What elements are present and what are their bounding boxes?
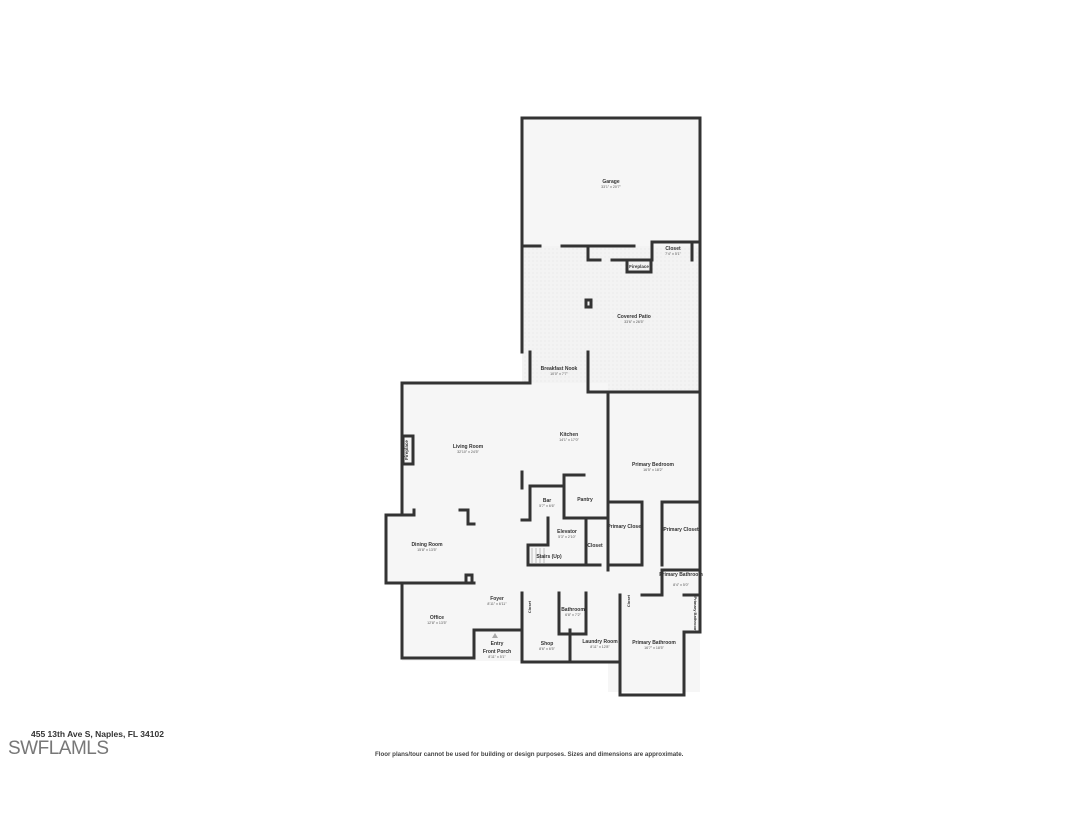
room-primary-bathroom: Primary Bathroom	[693, 597, 698, 632]
room-elevator: Elevator	[557, 529, 577, 535]
room-dims: 33'6" x 26'5"	[624, 320, 644, 324]
room-dims: 14'1" x 17'0"	[559, 438, 579, 442]
room-bar: Bar	[543, 498, 551, 504]
room-dims: 16'5" x 18'2"	[643, 468, 663, 472]
mls-logo: SWFLAMLS	[8, 738, 109, 759]
room-kitchen: Kitchen	[560, 432, 578, 438]
property-address: 455 13th Ave S, Naples, FL 34102	[31, 729, 164, 739]
room-office: Office	[430, 615, 444, 621]
room-dims: 12'8" x 13'5"	[427, 621, 447, 625]
room-primary-bathroom: Primary Bathroom	[659, 572, 703, 578]
room-living-room: Living Room	[453, 444, 484, 450]
room-garage: Garage	[602, 179, 619, 185]
room-dims: 8'4" x 5'0"	[673, 583, 689, 587]
room-primary-bathroom: Primary Bathroom	[632, 640, 676, 646]
room-fireplace: Fireplace	[404, 440, 409, 460]
room-stairs: Stairs (Up)	[536, 554, 562, 560]
room-dims: 15'8" x 13'5"	[417, 548, 437, 552]
room-dims: 8'11" x 12'8"	[590, 645, 610, 649]
room-dims: 6'8" x 7'2"	[565, 613, 581, 617]
room-closet: Closet	[626, 594, 631, 607]
room-fireplace: Fireplace	[629, 264, 649, 269]
entry-arrow-icon	[492, 633, 498, 638]
room-closet: Closet	[665, 246, 681, 252]
room-labels: Garage 33'1" x 20'7" Closet 7'4" x 5'1" …	[404, 179, 703, 659]
room-dims: 8'11" x 6'11"	[487, 602, 507, 606]
south-floor	[402, 583, 620, 661]
room-dims: 8'11" x 5'1"	[488, 655, 506, 659]
garage-floor	[522, 118, 700, 246]
room-dims: 10'0" x 7'7"	[550, 372, 568, 376]
room-dining-room: Dining Room	[411, 542, 443, 548]
room-dims: 16'7" x 18'5"	[644, 646, 664, 650]
room-dims: 5'3" x 2'10"	[558, 535, 576, 539]
stairs	[531, 548, 545, 563]
room-breakfast-nook: Breakfast Nook	[541, 366, 578, 372]
dining-floor	[386, 515, 406, 583]
room-closet: Closet	[587, 543, 603, 549]
room-covered-patio: Covered Patio	[617, 314, 651, 320]
walls	[384, 116, 702, 697]
room-foyer: Foyer	[490, 596, 504, 602]
room-dims: 33'1" x 20'7"	[601, 185, 621, 189]
room-shop: Shop	[541, 641, 554, 647]
room-primary-bedroom: Primary Bedroom	[632, 462, 675, 468]
room-entry: Entry	[491, 641, 504, 647]
disclaimer-text: Floor plans/tour cannot be used for buil…	[375, 751, 684, 758]
room-bathroom: Bathroom	[561, 607, 585, 613]
room-primary-closet: Primary Closet	[607, 524, 643, 530]
room-front-porch: Front Porch	[483, 649, 511, 655]
room-laundry-room: Laundry Room	[582, 639, 618, 645]
room-dims: 32'10" x 24'5"	[457, 450, 479, 454]
room-closet: Closet	[527, 600, 532, 613]
room-dims: 8'6" x 6'5"	[539, 647, 555, 651]
patio-floor	[522, 246, 700, 392]
room-dims: 5'7" x 6'6"	[539, 504, 555, 508]
patio-column	[584, 298, 593, 309]
room-dims: 7'4" x 5'1"	[665, 252, 681, 256]
room-pantry: Pantry	[577, 497, 593, 503]
room-primary-closet: Primary Closet	[663, 527, 699, 533]
